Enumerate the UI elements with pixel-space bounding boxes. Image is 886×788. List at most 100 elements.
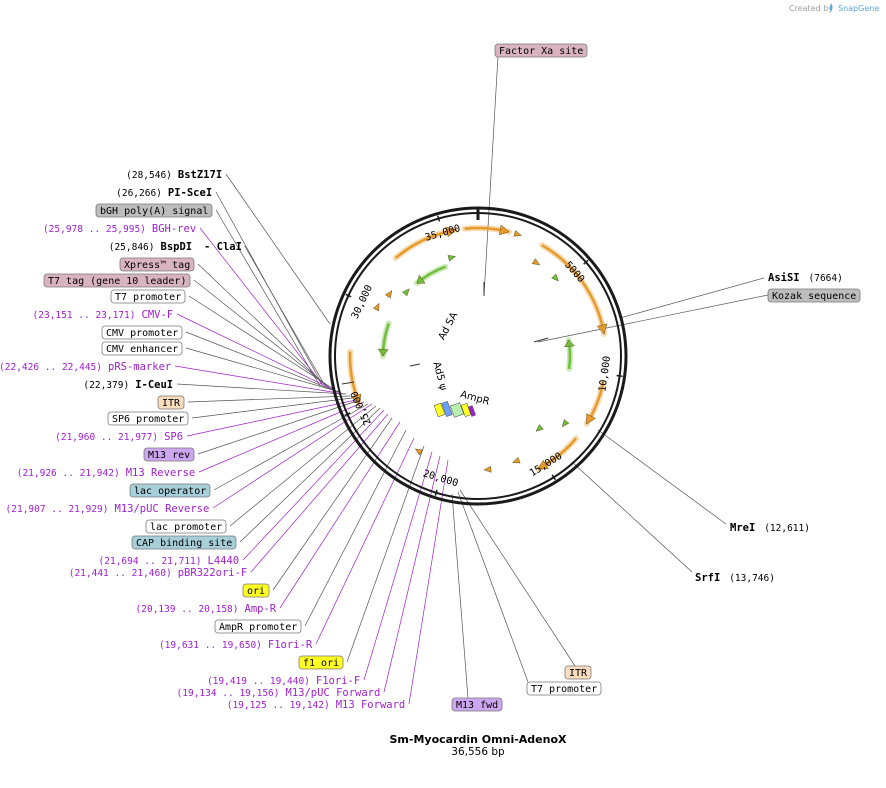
snapgene-logo-text[interactable]: SnapGene — [838, 4, 879, 13]
label-xpress-tag[interactable]: Xpress™ tag — [119, 257, 195, 272]
enzyme-name[interactable]: SrfI — [695, 572, 720, 584]
label-m13-rev[interactable]: M13 rev — [143, 447, 195, 462]
label-cmv-enhancer[interactable]: CMV enhancer — [101, 341, 183, 356]
primer-name[interactable]: M13 Forward — [336, 699, 406, 711]
label-l4440[interactable]: L4440(21,694 .. 21,711) — [99, 555, 240, 567]
feature-marker-12[interactable] — [414, 446, 424, 456]
enzyme-name[interactable]: BspDI — [161, 241, 193, 253]
primer-name[interactable]: F1ori-F — [316, 675, 360, 687]
feature-box[interactable] — [101, 341, 183, 356]
cluster-feature-2[interactable] — [441, 401, 453, 417]
cluster-feature-1[interactable] — [433, 402, 446, 418]
label-factor-xa-site[interactable]: Factor Xa site — [494, 43, 588, 58]
primer-name[interactable]: pBR322ori-F — [178, 567, 248, 579]
cluster-feature-4[interactable] — [460, 403, 472, 417]
label-mrei[interactable]: MreI(12,611) — [730, 522, 810, 534]
feature-marker-6[interactable] — [372, 302, 381, 312]
feature-marker-8[interactable] — [560, 419, 570, 429]
label-m13-forward[interactable]: M13 Forward(19,125 .. 19,142) — [227, 699, 406, 711]
feature-box[interactable] — [494, 43, 588, 58]
feature-marker-3[interactable] — [551, 273, 561, 283]
enzyme-name[interactable]: PI-SceI — [168, 187, 212, 199]
feature-box[interactable] — [242, 583, 270, 598]
label-t7-tag-gene-10-leader[interactable]: T7 tag (gene 10 leader) — [43, 273, 191, 288]
label-pi-scei[interactable]: PI-SceI(26,266) — [116, 187, 212, 199]
feature-box[interactable] — [119, 257, 195, 272]
label-amp-r[interactable]: Amp-R(20,139 .. 20,158) — [136, 603, 277, 615]
label-prs-marker[interactable]: pRS-marker(22,426 .. 22,445) — [0, 361, 171, 373]
label-bgh-poly-a-signal[interactable]: bGH poly(A) signal — [95, 203, 213, 218]
inner-label-ad5[interactable]: Ad5 ψ — [430, 361, 448, 392]
label-sp6-promoter[interactable]: SP6 promoter — [107, 411, 189, 426]
label-asisi[interactable]: AsiSI(7664) — [768, 272, 843, 284]
feature-marker-2[interactable] — [531, 258, 541, 268]
label-ampr-promoter[interactable]: AmpR promoter — [214, 619, 302, 634]
primer-name[interactable]: Amp-R — [245, 603, 277, 615]
feature-box[interactable] — [157, 395, 185, 410]
feature-marker-10[interactable] — [512, 457, 521, 465]
feature-box[interactable] — [564, 665, 592, 680]
feature-box[interactable] — [131, 535, 237, 550]
label-cap-binding-site[interactable]: CAP binding site — [131, 535, 237, 550]
inner-label-ad-sa[interactable]: Ad SA — [437, 310, 461, 341]
label-kozak-sequence[interactable]: Kozak sequence — [767, 288, 861, 303]
primer-name[interactable]: BGH-rev — [152, 223, 196, 235]
label-t7-promoter[interactable]: T7 promoter — [110, 289, 186, 304]
primer-name[interactable]: M13 Reverse — [126, 467, 196, 479]
enzyme-name[interactable]: AsiSI — [768, 272, 800, 284]
label-i-ceui[interactable]: I-CeuI(22,379) — [83, 379, 173, 391]
feature-box[interactable] — [767, 288, 861, 303]
feature-marker-11[interactable] — [483, 465, 492, 473]
primer-name[interactable]: SP6 — [164, 431, 183, 443]
enzyme-name[interactable]: MreI — [730, 522, 755, 534]
label-f1-ori[interactable]: f1 ori — [298, 655, 344, 670]
label-lac-promoter[interactable]: lac promoter — [145, 519, 227, 534]
feature-box[interactable] — [298, 655, 344, 670]
label-cmv-promoter[interactable]: CMV promoter — [101, 325, 183, 340]
label-ori[interactable]: ori — [242, 583, 270, 598]
feature-box[interactable] — [145, 519, 227, 534]
feature-marker-1[interactable] — [513, 230, 523, 238]
primer-name[interactable]: CMV-F — [142, 309, 174, 321]
label-f1ori-r[interactable]: F1ori-R(19,631 .. 19,650) — [159, 639, 313, 651]
label-itr[interactable]: ITR — [157, 395, 185, 410]
feature-box[interactable] — [129, 483, 211, 498]
enzyme-name[interactable]: I-CeuI — [135, 379, 173, 391]
feature-box[interactable] — [101, 325, 183, 340]
label-srfi[interactable]: SrfI(13,746) — [695, 572, 775, 584]
label-lac-operator[interactable]: lac operator — [129, 483, 211, 498]
cluster-feature-5[interactable] — [468, 405, 476, 417]
feature-box[interactable] — [107, 411, 189, 426]
feature-box[interactable] — [214, 619, 302, 634]
label-m13-puc-reverse[interactable]: M13/pUC Reverse(21,907 .. 21,929) — [6, 503, 210, 515]
label-cmv-f[interactable]: CMV-F(23,151 .. 23,171) — [33, 309, 174, 321]
feature-marker-9[interactable] — [534, 424, 544, 434]
label-itr-bottom[interactable]: ITR — [564, 665, 592, 680]
label-t7-promoter-bottom[interactable]: T7 promoter — [526, 681, 602, 696]
enzyme-clai[interactable]: - ClaI — [204, 241, 242, 253]
label-m13-puc-forward[interactable]: M13/pUC Forward(19,134 .. 19,156) — [177, 687, 381, 699]
feature-box[interactable] — [43, 273, 191, 288]
feature-marker-4[interactable] — [447, 254, 456, 262]
label-pbr322ori-f[interactable]: pBR322ori-F(21,441 .. 21,460) — [69, 567, 248, 579]
label-bgh-rev[interactable]: BGH-rev(25,978 .. 25,995) — [43, 223, 196, 235]
primer-name[interactable]: M13/pUC Reverse — [115, 503, 210, 515]
feature-box[interactable] — [526, 681, 602, 696]
feature-box[interactable] — [95, 203, 213, 218]
feature-box[interactable] — [451, 697, 503, 712]
feature-box[interactable] — [110, 289, 186, 304]
feature-box[interactable] — [143, 447, 195, 462]
primer-name[interactable]: pRS-marker — [108, 361, 171, 373]
feature-arc-3[interactable] — [541, 244, 606, 334]
primer-name[interactable]: F1ori-R — [268, 639, 313, 651]
label-bstz17i[interactable]: BstZ17I(28,546) — [126, 169, 222, 181]
feature-marker-7[interactable] — [402, 287, 411, 297]
label-m13-reverse[interactable]: M13 Reverse(21,926 .. 21,942) — [17, 467, 196, 479]
primer-name[interactable]: M13/pUC Forward — [286, 687, 381, 699]
enzyme-name[interactable]: BstZ17I — [178, 169, 222, 181]
label-m13-fwd[interactable]: M13 fwd — [451, 697, 503, 712]
cluster-feature-3[interactable] — [449, 402, 465, 418]
label-f1ori-f[interactable]: F1ori-F(19,419 .. 19,440) — [207, 675, 360, 687]
primer-name[interactable]: L4440 — [208, 555, 240, 567]
